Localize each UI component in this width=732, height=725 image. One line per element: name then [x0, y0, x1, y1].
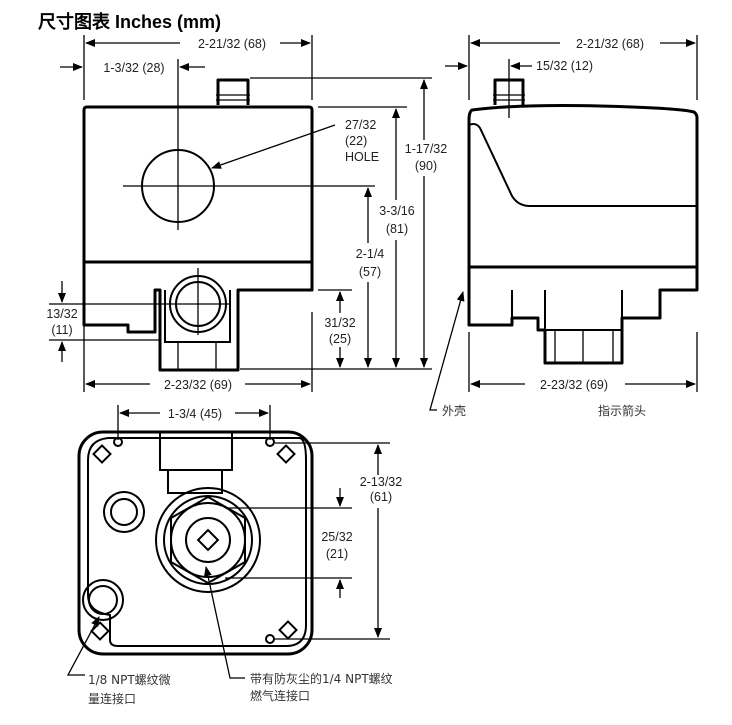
height-hole-label: (57): [359, 265, 381, 279]
mount-height-label: (61): [370, 490, 392, 504]
hex-fitting: [170, 495, 246, 585]
height-port-label: (25): [329, 332, 351, 346]
height-hole-label: 2-1/4: [356, 247, 385, 261]
height-body-label: 3-3/16: [379, 204, 414, 218]
screw-icon: [265, 634, 275, 644]
side-port-label: (11): [51, 323, 72, 337]
indicator-label: 指示箭头: [598, 403, 646, 418]
nipple-offset-label: 15/32 (12): [536, 59, 593, 73]
side-view: 2-21/32 (68) 15/32 (12) 2-23/32 (69) 外壳 …: [429, 35, 699, 418]
port-offset-label: (21): [326, 547, 348, 561]
mount-height-label: 2-13/32: [360, 475, 402, 489]
height-total-label: (90): [415, 159, 437, 173]
height-port-label: 31/32: [324, 316, 355, 330]
hole-label: HOLE: [345, 150, 379, 164]
small-port-label: 1/8 NPT螺纹微: [88, 673, 171, 687]
side-port-label: 13/32: [46, 307, 77, 321]
page-title: 尺寸图表 Inches (mm): [38, 11, 221, 32]
side-width-bottom-label: 2-23/32 (69): [540, 378, 608, 392]
small-port: [88, 585, 118, 615]
mount-spacing-label: 1-3/4 (45): [168, 407, 222, 421]
gas-port-label: 带有防灰尘的1/4 NPT螺纹: [250, 671, 393, 686]
gas-port-label: 燃气连接口: [250, 688, 310, 703]
pressure-nipple: [216, 78, 250, 105]
front-width-top-label: 2-21/32 (68): [198, 37, 266, 51]
hole-offset-label: 1-3/32 (28): [103, 61, 164, 75]
small-port-label: 量连接口: [88, 691, 136, 706]
port-offset-label: 25/32: [321, 530, 352, 544]
side-body-outline: [467, 104, 699, 365]
height-body-label: (81): [386, 222, 408, 236]
bottom-body-outline: [77, 430, 314, 656]
height-total-label: 1-17/32: [405, 142, 447, 156]
bottom-view: 1-3/4 (45) 2-13/32 (61) 25/32 (21) 1/8 N…: [66, 405, 402, 706]
hole-label: 27/32: [345, 118, 376, 132]
front-body-outline: [82, 105, 314, 372]
front-width-bottom-label: 2-23/32 (69): [164, 378, 232, 392]
side-width-top-label: 2-21/32 (68): [576, 37, 644, 51]
front-view: 2-21/32 (68) 1-3/32 (28) 27/32 (22) HOLE…: [46, 35, 447, 392]
hole-label: (22): [345, 134, 367, 148]
housing-label: 外壳: [442, 404, 466, 418]
